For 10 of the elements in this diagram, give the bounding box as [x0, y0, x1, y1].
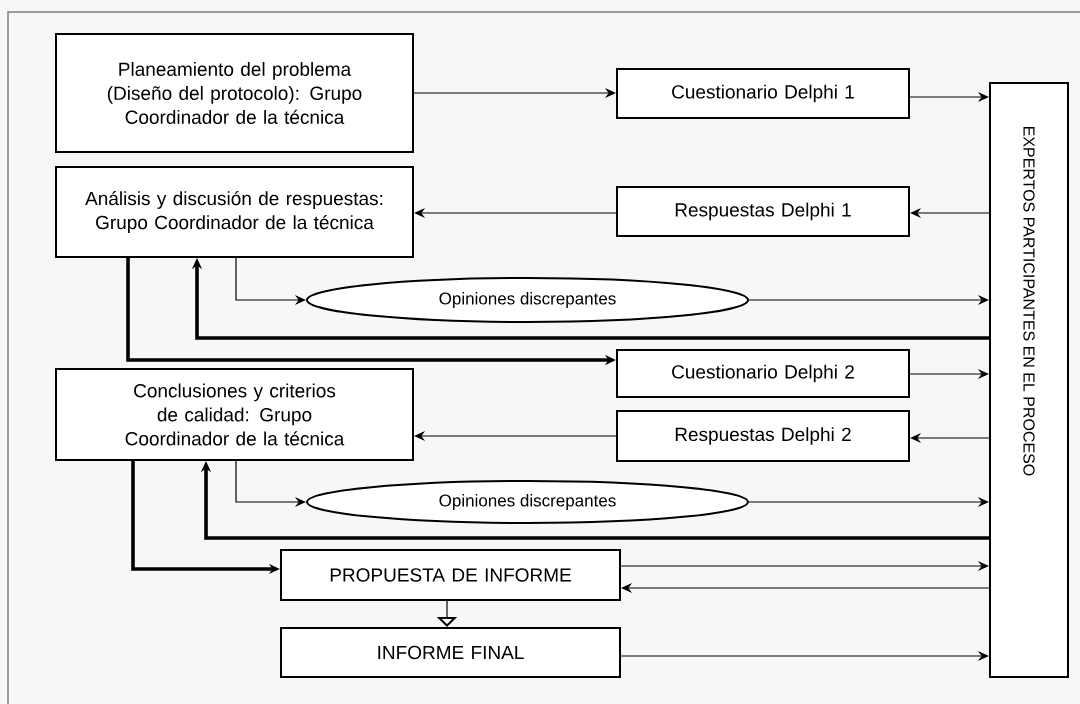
process-box: Respuestas Delphi 1 — [616, 186, 910, 237]
process-box: Conclusiones y criterios de calidad: Grupo Coordinador de la técnica — [55, 368, 414, 461]
process-box: INFORME FINAL — [280, 627, 621, 678]
participants-bar: EXPERTOS PARTICIPANTES EN EL PROCESO — [989, 82, 1069, 678]
process-box: Análisis y discusión de respuestas: Grupo Coordinador de la técnica — [55, 166, 414, 258]
process-box: Cuestionario Delphi 2 — [616, 349, 910, 398]
process-box: PROPUESTA DE INFORME — [280, 549, 621, 601]
process-box: Planeamiento del problema (Diseño del protocolo): Grupo Coordinador de la técnica — [55, 33, 414, 153]
process-box: Cuestionario Delphi 1 — [616, 68, 910, 119]
process-box: Respuestas Delphi 2 — [616, 410, 910, 462]
